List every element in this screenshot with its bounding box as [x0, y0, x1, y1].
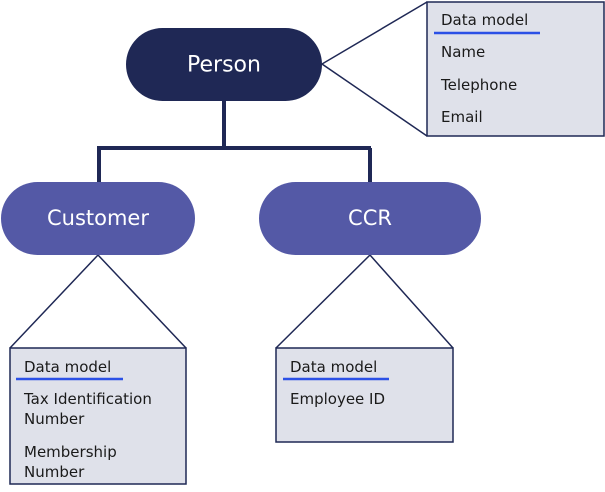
ccr-callout-pointer: [275, 253, 454, 349]
customer-data-model-box: Data model Tax Identification Number Mem…: [9, 347, 187, 485]
customer-node-shape: [1, 182, 195, 255]
ccr-callout-box: [275, 347, 454, 443]
ccr-callout-item-employee-id: Employee ID: [290, 390, 385, 408]
person-callout-item-name: Name: [441, 43, 485, 61]
customer-callout-item-tax-id-line2: Number: [24, 410, 85, 428]
ccr-data-model-box: Data model Employee ID: [275, 347, 454, 443]
customer-callout-item-tax-id-line1: Tax Identification: [23, 390, 152, 408]
ccr-node-shape: [259, 182, 481, 255]
person-node-shape: [126, 28, 322, 101]
person-data-model-box: Data model Name Telephone Email: [426, 1, 605, 137]
customer-callout-title: Data model: [24, 358, 111, 376]
tree-connectors: [97, 101, 372, 183]
person-callout-box: [426, 1, 605, 137]
customer-callout-pointer: [9, 253, 187, 349]
node-person: Person: [126, 28, 322, 101]
node-customer: Customer: [1, 182, 195, 255]
customer-callout-item-membership-line2: Number: [24, 463, 85, 481]
ccr-callout-title: Data model: [290, 358, 377, 376]
person-node-label: Person: [187, 53, 261, 78]
person-callout-item-email: Email: [441, 108, 483, 126]
customer-node-label: Customer: [47, 206, 149, 230]
person-callout-item-telephone: Telephone: [440, 76, 517, 94]
customer-callout-item-membership-line1: Membership: [24, 443, 117, 461]
person-callout-pointer: [320, 1, 428, 137]
ccr-node-label: CCR: [348, 206, 392, 230]
customer-callout-box: [9, 347, 187, 485]
node-ccr: CCR: [259, 182, 481, 255]
person-callout-title: Data model: [441, 11, 528, 29]
